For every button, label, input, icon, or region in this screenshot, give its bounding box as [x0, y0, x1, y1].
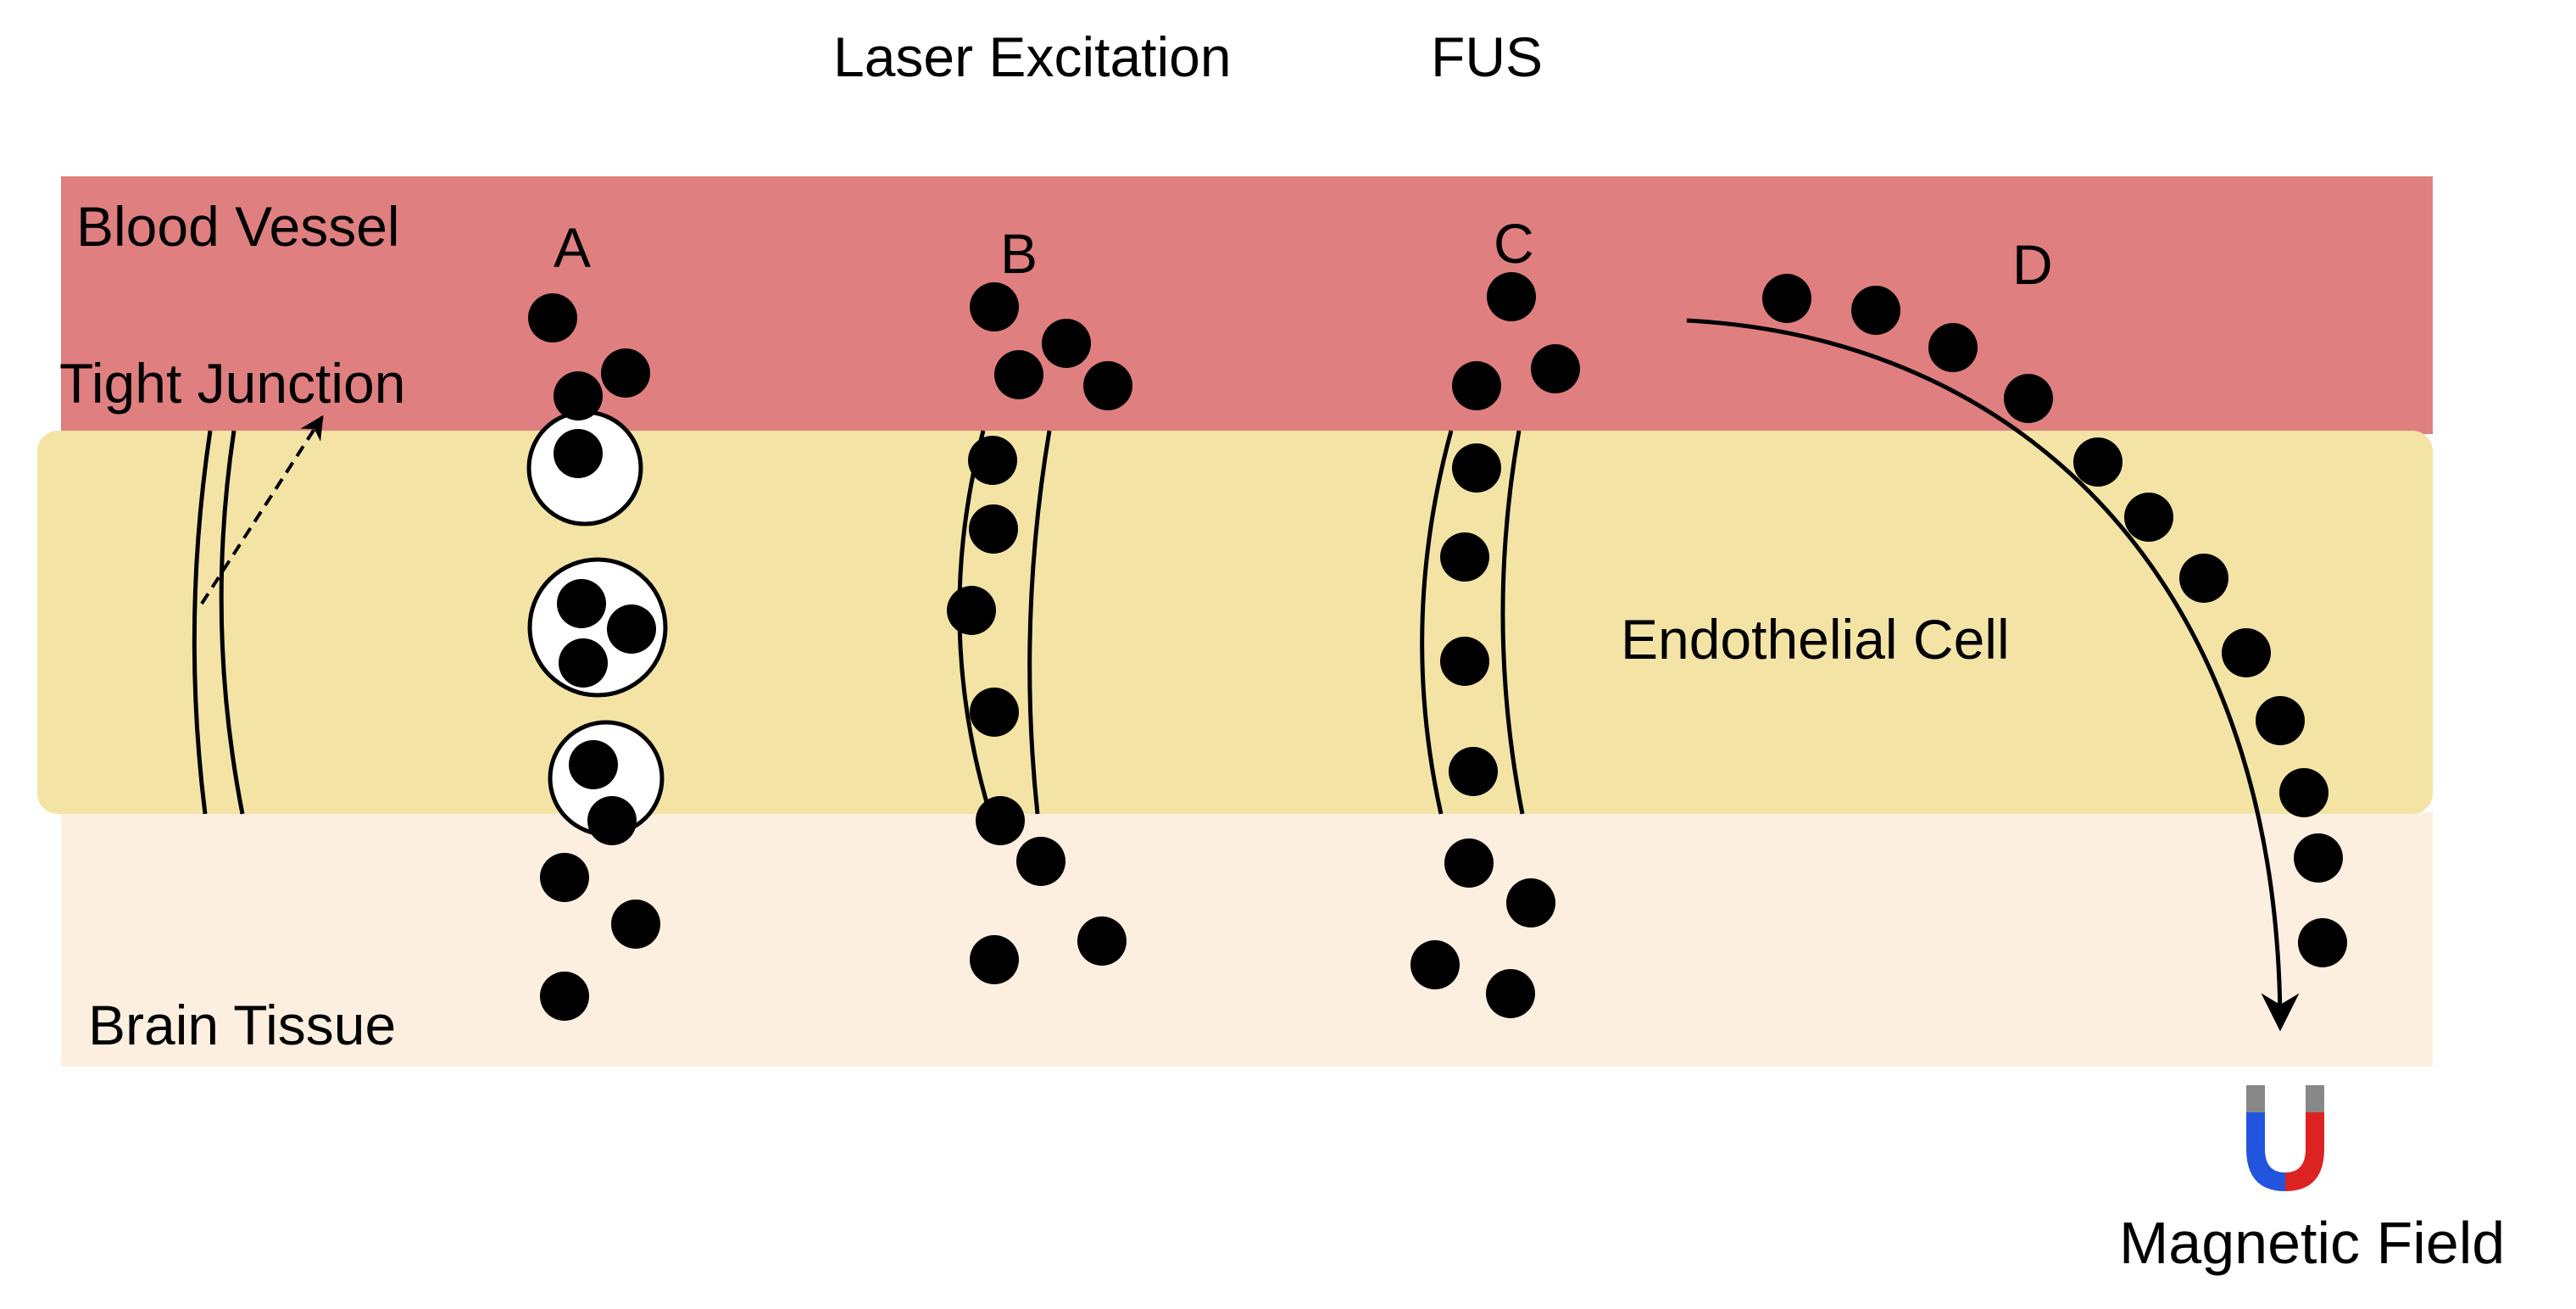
nanoparticle: [1449, 747, 1498, 796]
nanoparticle: [969, 504, 1018, 554]
endothelial-cell-layer: [37, 431, 2433, 814]
nanoparticle: [2294, 833, 2343, 883]
nanoparticle: [559, 638, 608, 688]
nanoparticle: [1487, 272, 1536, 321]
nanoparticle: [2124, 493, 2173, 542]
nanoparticle: [1083, 361, 1132, 410]
tight-junction-line: [192, 430, 213, 815]
nanoparticle: [1444, 838, 1494, 888]
endothelial-cell-label: Endothelial Cell: [1621, 608, 2010, 671]
nanoparticle: [569, 740, 618, 789]
horseshoe-magnet-icon: [2246, 1085, 2324, 1191]
tight-junction-line: [219, 430, 245, 815]
particles-pathway-d: [1762, 274, 2347, 967]
nanoparticle: [2004, 374, 2053, 423]
nanoparticle: [2222, 628, 2271, 677]
nanoparticle: [2073, 437, 2123, 487]
nanoparticle: [1851, 286, 1900, 335]
particles-pathway-c: [1410, 272, 1580, 1018]
nanoparticle: [1928, 323, 1978, 372]
pathway-b-label: B: [1000, 222, 1038, 285]
pathway-d-label: D: [2012, 233, 2053, 296]
particles-pathway-b: [947, 282, 1132, 984]
nanoparticle: [970, 688, 1019, 737]
nanoparticle: [611, 900, 660, 949]
nanoparticle: [1440, 637, 1489, 686]
nanoparticle: [1531, 344, 1580, 393]
nanoparticle: [2279, 768, 2328, 817]
nanoparticle: [528, 293, 577, 343]
nanoparticle: [2256, 696, 2305, 745]
brain-tissue-label: Brain Tissue: [88, 994, 396, 1056]
blood-vessel-label: Blood Vessel: [76, 195, 400, 258]
nanoparticle: [1762, 274, 1811, 323]
nanoparticle: [994, 350, 1043, 399]
nanoparticle: [1042, 319, 1091, 368]
pathway-c-label: C: [1494, 212, 1534, 275]
fus-channel-line: [1420, 430, 1454, 815]
brain-tissue-layer: [61, 812, 2433, 1067]
magnetic-guidance-arrow: [1686, 318, 2300, 1032]
pathway-a-label: A: [554, 216, 591, 279]
laser-excitation-label: Laser Excitation: [833, 25, 1232, 88]
nanoparticle: [1440, 532, 1489, 582]
nanoparticle: [540, 853, 589, 902]
nanoparticle: [970, 282, 1019, 331]
nanoparticle: [968, 436, 1017, 485]
nanoparticle: [540, 972, 589, 1021]
nanoparticle: [1452, 443, 1501, 493]
nanoparticle: [1506, 878, 1555, 927]
blood-vessel-layer: [61, 176, 2433, 434]
nanoparticle: [2298, 918, 2347, 967]
nanoparticle: [970, 935, 1019, 984]
fus-channel-line: [1500, 430, 1525, 815]
nanoparticle: [1486, 969, 1535, 1018]
nanoparticle: [947, 586, 996, 635]
tight-junction-pointer: [200, 415, 324, 605]
fus-label: FUS: [1431, 25, 1543, 88]
nanoparticle: [1410, 940, 1460, 989]
nanoparticle: [587, 796, 637, 845]
magnetic-field-label: Magnetic Field: [2119, 1210, 2505, 1276]
nanoparticle: [1016, 837, 1065, 886]
paracellular-channel-line: [1027, 430, 1052, 815]
nanoparticle: [557, 579, 606, 628]
nanoparticle: [1077, 916, 1127, 966]
nanoparticle: [2179, 554, 2228, 603]
nanoparticle: [554, 371, 603, 421]
particles-pathway-a: [528, 293, 660, 1021]
nanoparticle: [1452, 361, 1501, 410]
nanoparticle: [976, 796, 1025, 845]
nanoparticle: [554, 429, 603, 478]
nanoparticle: [601, 348, 650, 398]
nanoparticle: [607, 604, 656, 654]
tight-junction-label: Tight Junction: [59, 352, 405, 415]
